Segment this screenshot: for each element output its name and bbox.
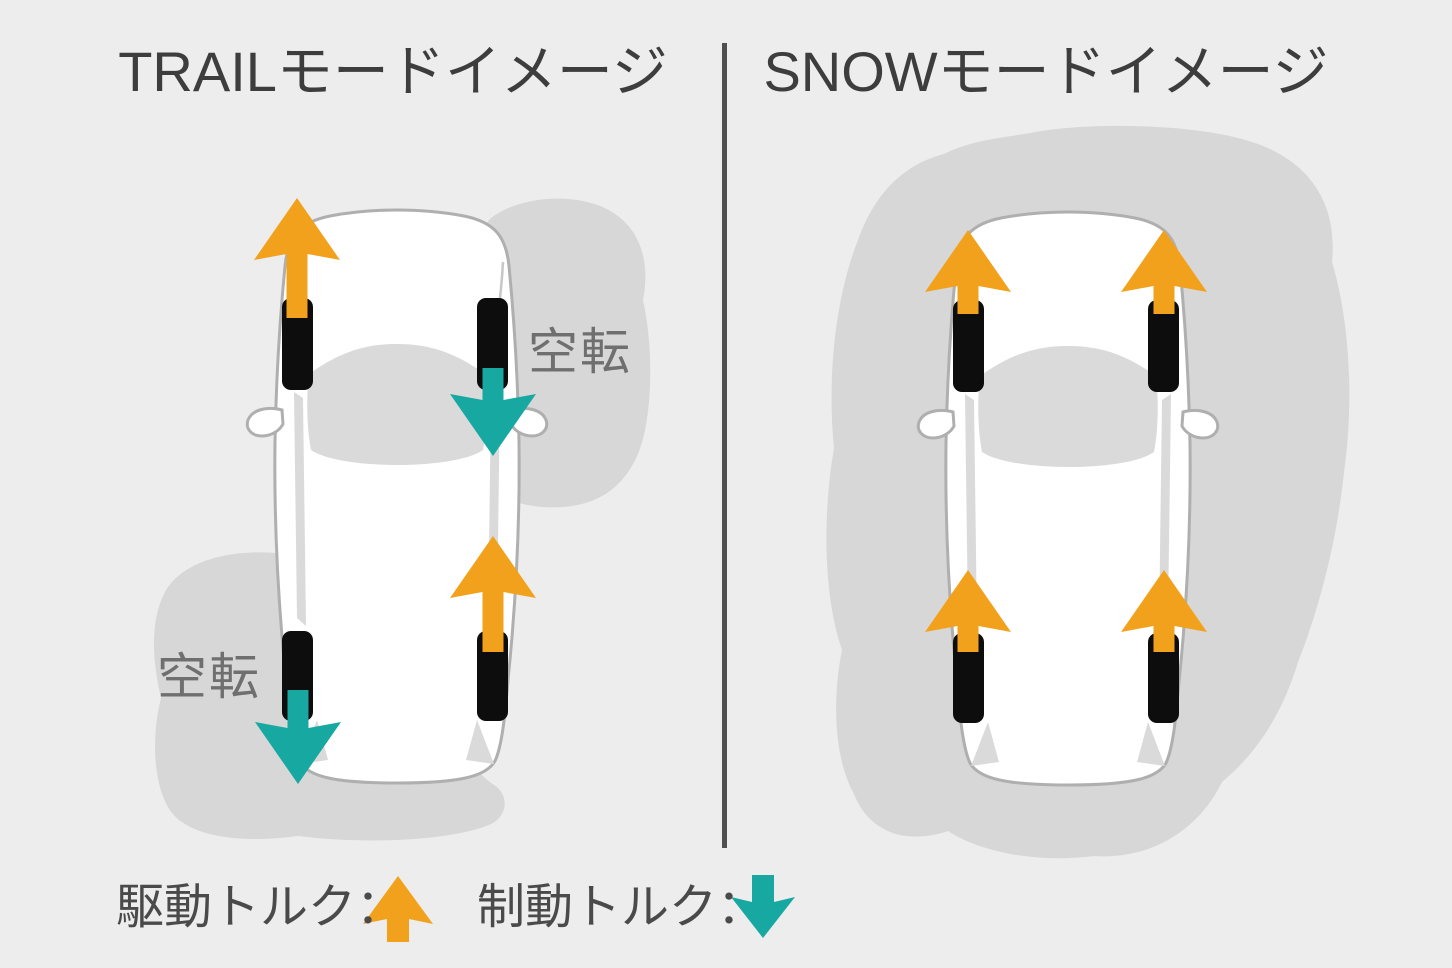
slip-label-rear-left: 空転	[157, 649, 261, 705]
torque-arrow-trail-front-right	[450, 368, 536, 456]
panel-divider	[722, 43, 727, 848]
brake-torque-legend-icon	[731, 875, 795, 938]
trail-panel-title: TRAILモードイメージ	[118, 40, 668, 103]
torque-arrow-snow-rear-right	[1121, 570, 1207, 652]
torque-arrow-snow-front-left	[925, 230, 1011, 314]
slip-label-front-right: 空転	[528, 324, 632, 380]
torque-arrow-trail-front-left	[254, 198, 340, 318]
snow-panel-title: SNOWモードイメージ	[763, 40, 1329, 103]
torque-arrow-snow-rear-left	[925, 570, 1011, 652]
torque-arrow-snow-front-right	[1121, 230, 1207, 314]
drive-torque-legend-label: 駆動トルク：	[116, 881, 405, 934]
drive-torque-legend-icon	[363, 876, 433, 942]
brake-torque-legend-label: 制動トルク：	[477, 881, 766, 934]
torque-arrow-trail-rear-right	[450, 536, 536, 652]
torque-arrow-trail-rear-left	[255, 690, 341, 784]
